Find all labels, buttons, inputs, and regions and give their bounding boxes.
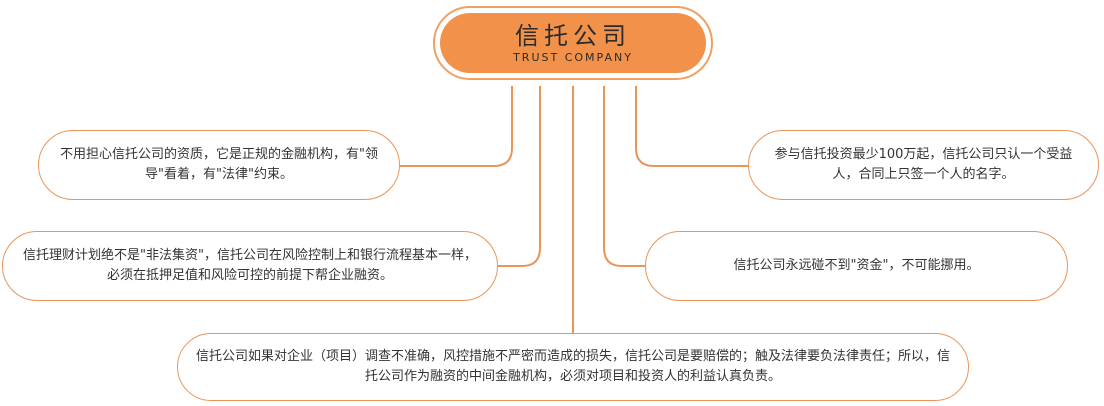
node-not-illegal-fundraising: 信托理财计划绝不是"非法集资"，信托公司在风险控制上和银行流程基本一样，必须在抵… bbox=[2, 231, 498, 301]
connector-node-5 bbox=[635, 86, 748, 167]
node-minimum-investment: 参与信托投资最少100万起，信托公司只认一个受益人，合同上只签一个人的名字。 bbox=[748, 130, 1099, 200]
node-compensation-liability: 信托公司如果对企业（项目）调查不准确，风控措施不严密而造成的损失，信托公司是要赔… bbox=[177, 333, 969, 401]
node-no-fund-access-text: 信托公司永远碰不到"资金"，不可能挪用。 bbox=[733, 258, 980, 273]
center-node-fill: 信托公司 TRUST COMPANY bbox=[440, 13, 706, 73]
connector-node-4 bbox=[603, 86, 645, 267]
node-qualification: 不用担心信托公司的资质，它是正规的金融机构，有"领导"看着，有"法律"约束。 bbox=[38, 130, 400, 200]
node-compensation-liability-text: 信托公司如果对企业（项目）调查不准确，风控措施不严密而造成的损失，信托公司是要赔… bbox=[196, 349, 951, 384]
connector-node-2 bbox=[498, 86, 541, 267]
center-subtitle: TRUST COMPANY bbox=[513, 51, 633, 64]
center-title: 信托公司 bbox=[515, 22, 631, 50]
node-no-fund-access: 信托公司永远碰不到"资金"，不可能挪用。 bbox=[645, 231, 1068, 301]
connector-node-1 bbox=[400, 86, 513, 167]
center-node: 信托公司 TRUST COMPANY bbox=[433, 6, 713, 80]
node-qualification-text: 不用担心信托公司的资质，它是正规的金融机构，有"领导"看着，有"法律"约束。 bbox=[60, 147, 378, 182]
node-minimum-investment-text: 参与信托投资最少100万起，信托公司只认一个受益人，合同上只签一个人的名字。 bbox=[774, 147, 1073, 182]
node-not-illegal-fundraising-text: 信托理财计划绝不是"非法集资"，信托公司在风险控制上和银行流程基本一样，必须在抵… bbox=[23, 248, 477, 283]
